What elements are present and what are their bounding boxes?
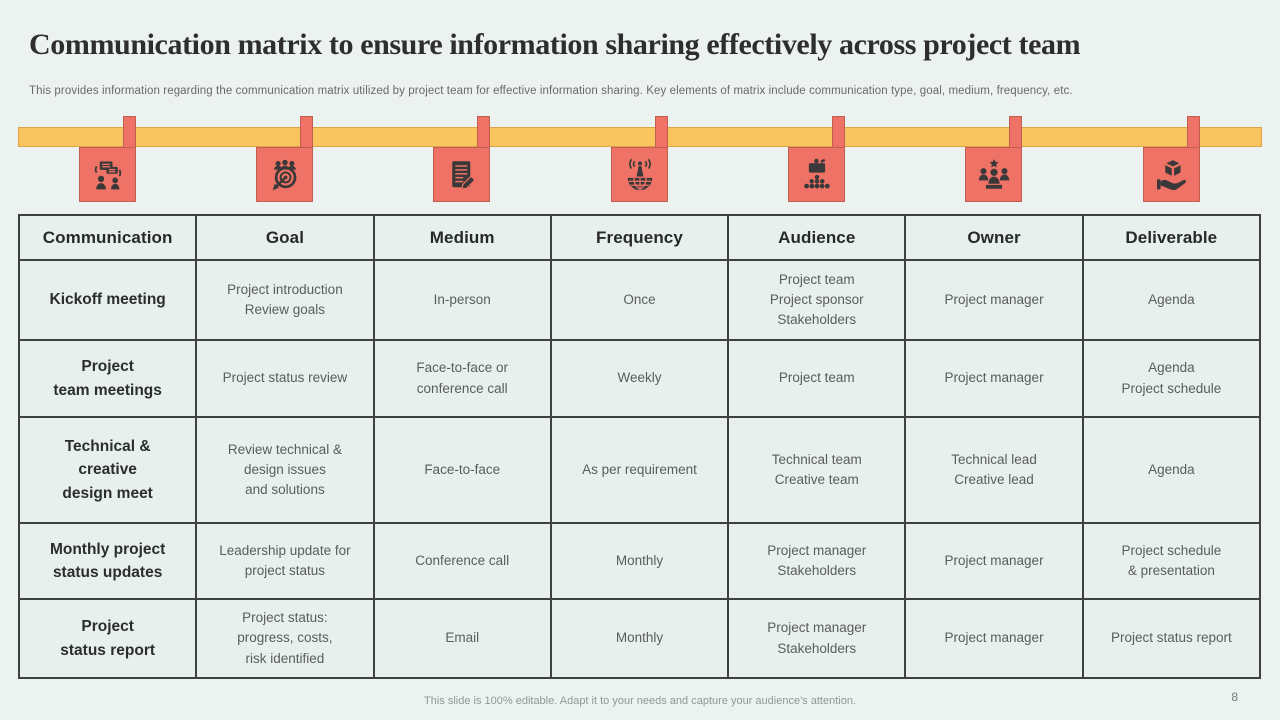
page-title: Communication matrix to ensure informati… — [29, 28, 1081, 61]
document-pencil-icon — [433, 147, 490, 202]
cell-goal: Review technical & design issues and sol… — [195, 416, 375, 524]
table-row: Kickoff meeting Project introduction Rev… — [17, 259, 1262, 341]
cell-owner: Project manager — [904, 522, 1084, 600]
table-header-row: Communication Goal Medium Frequency Audi… — [17, 214, 1262, 261]
cell-audience: Project manager Stakeholders — [727, 598, 907, 679]
column-header-communication: Communication — [17, 214, 198, 261]
timeline-marker-audience — [788, 116, 845, 202]
cell-medium: In-person — [372, 259, 552, 341]
cell-communication: Monthly project status updates — [17, 522, 198, 600]
timeline-marker-frequency — [611, 116, 668, 202]
cell-frequency: Monthly — [549, 598, 730, 679]
communication-matrix-table: Communication Goal Medium Frequency Audi… — [17, 214, 1262, 679]
cell-audience: Project manager Stakeholders — [727, 522, 907, 600]
cell-medium: Face-to-face or conference call — [372, 339, 552, 418]
cell-deliverable: Agenda — [1081, 259, 1262, 341]
cell-owner: Project manager — [904, 598, 1084, 679]
timeline-marker-owner — [965, 116, 1022, 202]
cell-owner: Project manager — [904, 339, 1084, 418]
broadcast-globe-icon — [611, 147, 668, 202]
cell-owner: Technical lead Creative lead — [904, 416, 1084, 524]
timeline-bar — [18, 127, 1262, 147]
cell-goal: Project status review — [195, 339, 375, 418]
cell-medium: Email — [372, 598, 552, 679]
cell-deliverable: Project schedule & presentation — [1081, 522, 1262, 600]
cell-deliverable: Project status report — [1081, 598, 1262, 679]
timeline-marker-deliverable — [1143, 116, 1200, 202]
cell-goal: Project status: progress, costs, risk id… — [195, 598, 375, 679]
cell-audience: Project team Project sponsor Stakeholder… — [727, 259, 907, 341]
cell-frequency: As per requirement — [549, 416, 730, 524]
cell-communication: Technical & creative design meet — [17, 416, 198, 524]
audience-presentation-icon — [788, 147, 845, 202]
cell-audience: Project team — [727, 339, 907, 418]
table-row: Technical & creative design meet Review … — [17, 416, 1262, 524]
column-header-owner: Owner — [904, 214, 1084, 261]
column-header-audience: Audience — [727, 214, 907, 261]
table-row: Monthly project status updates Leadershi… — [17, 522, 1262, 600]
discussion-icon — [79, 147, 136, 202]
table-row: Project status report Project status: pr… — [17, 598, 1262, 679]
column-header-deliverable: Deliverable — [1081, 214, 1262, 261]
cell-goal: Leadership update for project status — [195, 522, 375, 600]
column-header-medium: Medium — [372, 214, 552, 261]
timeline-marker-goal — [256, 116, 313, 202]
cell-frequency: Monthly — [549, 522, 730, 600]
hand-deliverable-icon — [1143, 147, 1200, 202]
cell-audience: Technical team Creative team — [727, 416, 907, 524]
cell-deliverable: Agenda Project schedule — [1081, 339, 1262, 418]
cell-communication: Project status report — [17, 598, 198, 679]
cell-communication: Kickoff meeting — [17, 259, 198, 341]
cell-deliverable: Agenda — [1081, 416, 1262, 524]
cell-owner: Project manager — [904, 259, 1084, 341]
timeline-marker-medium — [433, 116, 490, 202]
cell-communication: Project team meetings — [17, 339, 198, 418]
page-number: 8 — [1231, 690, 1238, 704]
column-header-frequency: Frequency — [549, 214, 730, 261]
slide-subtitle: This provides information regarding the … — [29, 85, 1073, 97]
cell-goal: Project introduction Review goals — [195, 259, 375, 341]
goal-target-icon — [256, 147, 313, 202]
cell-medium: Face-to-face — [372, 416, 552, 524]
footer-note: This slide is 100% editable. Adapt it to… — [424, 695, 856, 707]
team-owner-star-icon — [965, 147, 1022, 202]
cell-medium: Conference call — [372, 522, 552, 600]
table-row: Project team meetings Project status rev… — [17, 339, 1262, 418]
cell-frequency: Weekly — [549, 339, 730, 418]
timeline-marker-communication — [79, 116, 136, 202]
cell-frequency: Once — [549, 259, 730, 341]
column-header-goal: Goal — [195, 214, 375, 261]
